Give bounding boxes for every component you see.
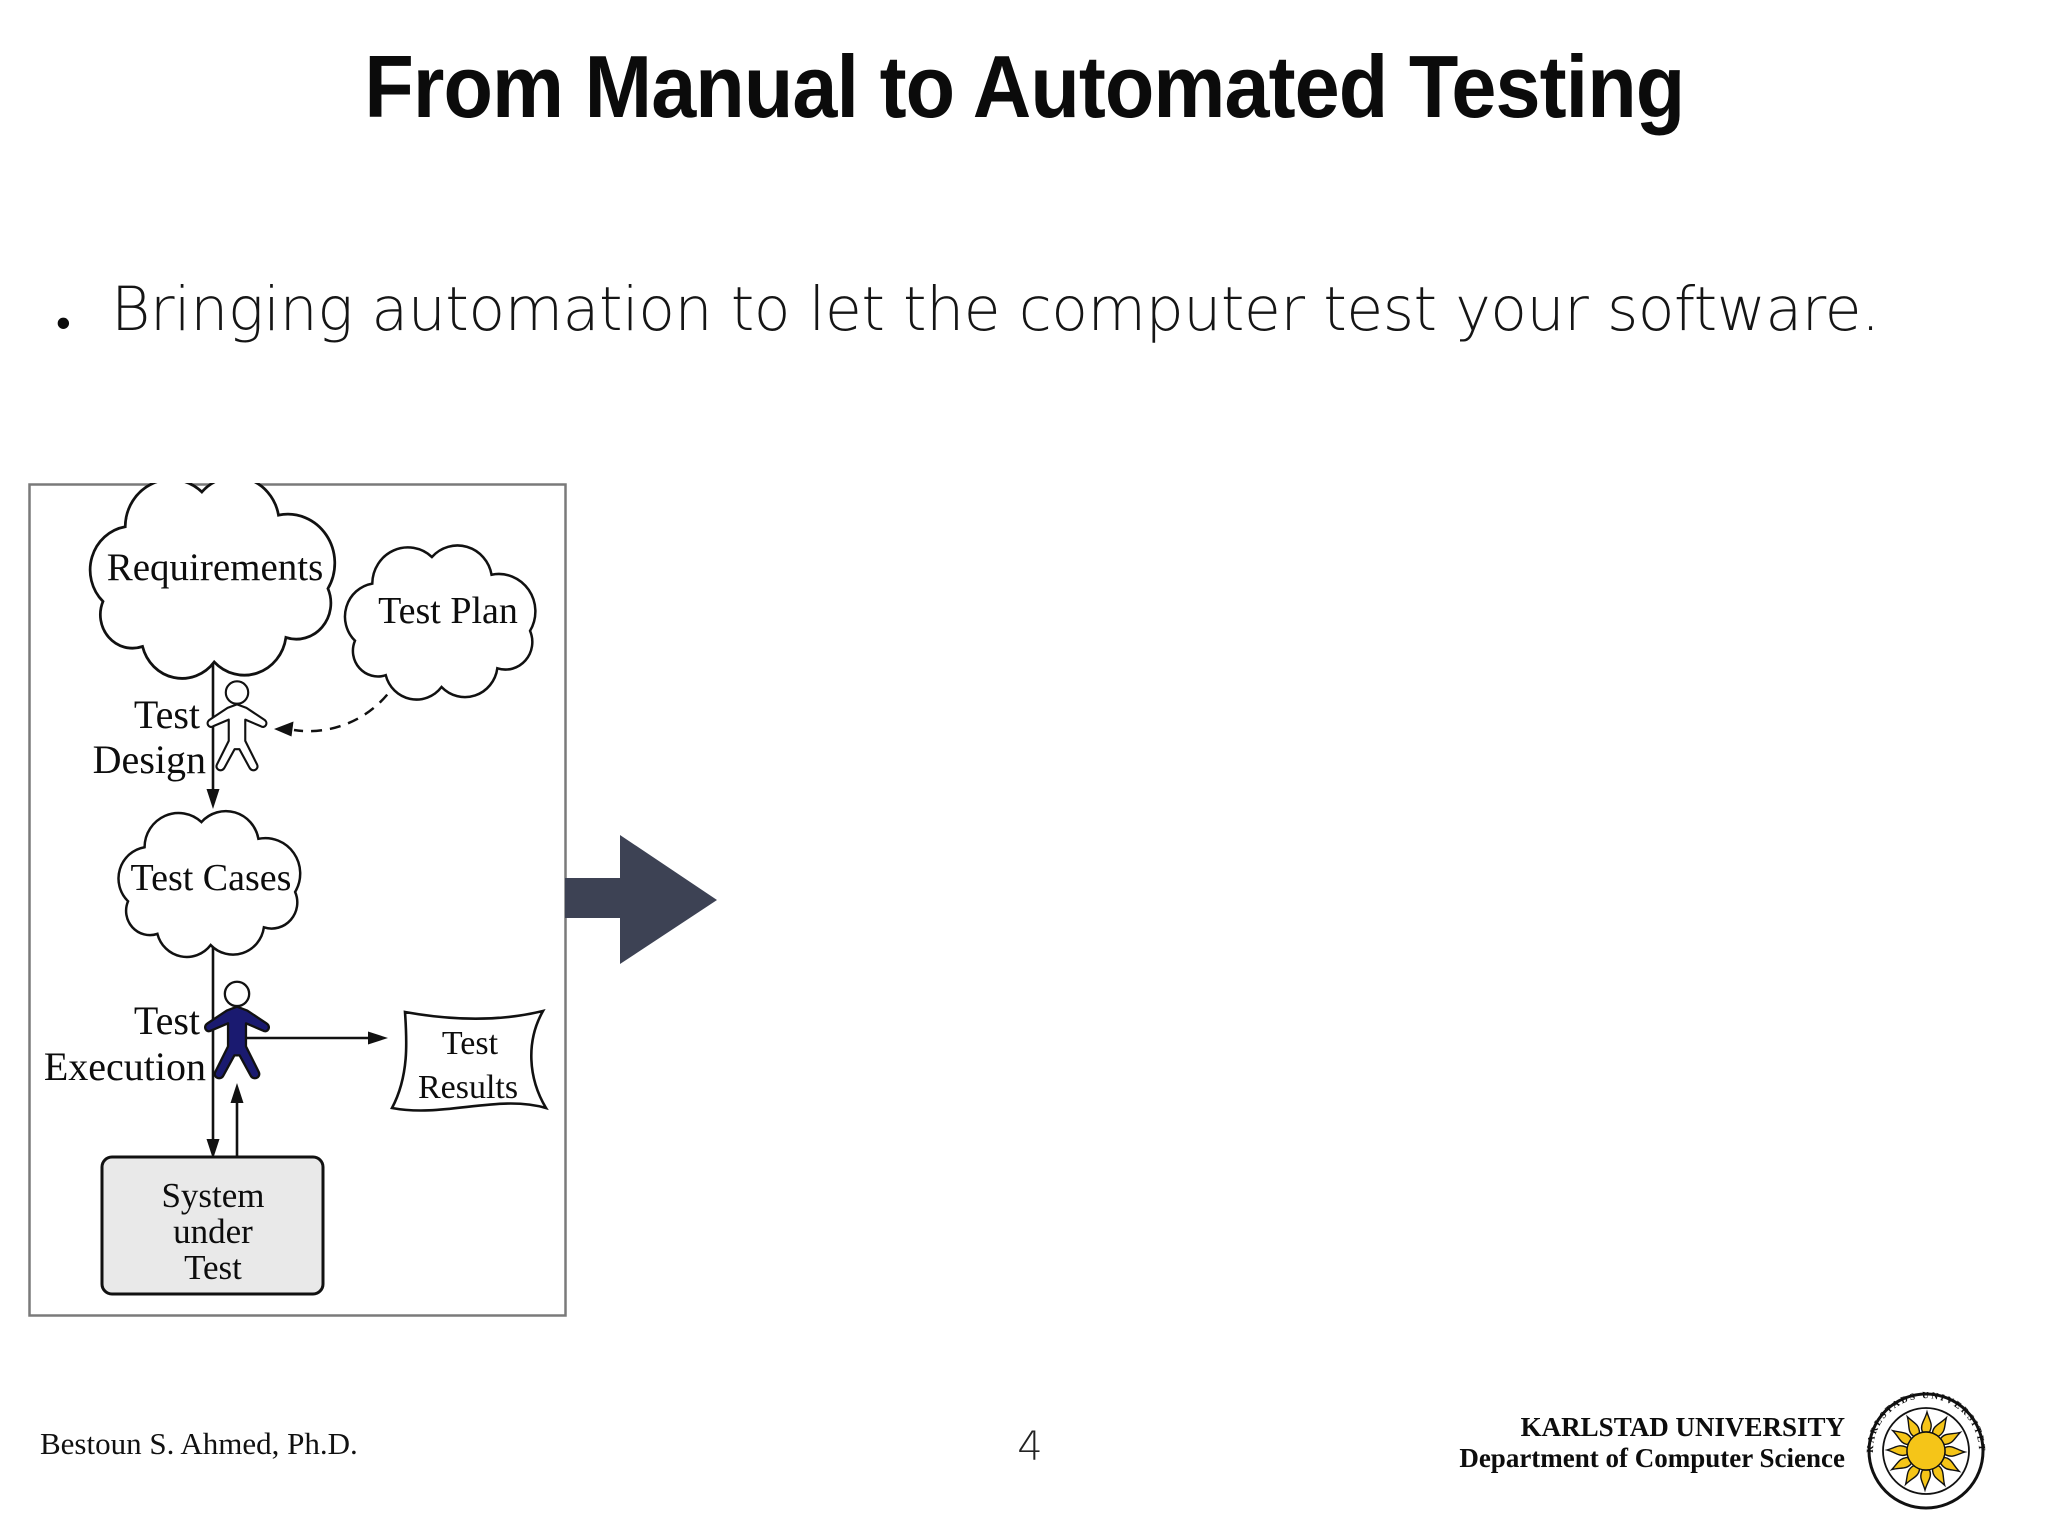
test-execution-label-line1: Test (134, 998, 200, 1043)
page-title-text: From Manual to Automated Testing (364, 37, 1685, 136)
system-label-line3: Test (184, 1248, 242, 1287)
karlstad-university-logo: KARLSTADS UNIVERSITET (1866, 1391, 1986, 1511)
department-name: Department of Computer Science (1459, 1443, 1845, 1473)
system-label-line2: under (173, 1212, 253, 1251)
page-title: From Manual to Automated Testing (0, 36, 2048, 138)
test-cases-label: Test Cases (131, 857, 292, 899)
page-number: 4 (1017, 1424, 1043, 1470)
arrowhead-right-icon (368, 1031, 388, 1045)
test-design-label-line2: Design (93, 737, 206, 782)
bullet-text: Bringing automation to let the computer … (110, 274, 1880, 345)
test-execution-label-line2: Execution (44, 1044, 206, 1089)
test-design-label-line1: Test (134, 692, 200, 737)
arrowhead-down-icon (206, 1139, 220, 1159)
test-plan-label: Test Plan (378, 590, 518, 632)
requirements-label: Requirements (107, 546, 324, 589)
sun-icon (1886, 1411, 1966, 1491)
arrowhead-left-icon (274, 721, 294, 737)
university-sun-logo-icon: KARLSTADS UNIVERSITET (1866, 1391, 1985, 1510)
test-results-label-line1: Test (442, 1025, 499, 1062)
system-box-shape (100, 1155, 325, 1296)
footer-author: Bestoun S. Ahmed, Ph.D. (40, 1426, 358, 1461)
arrowhead-up-icon (230, 1083, 244, 1103)
dashed-line-testplan-to-tester (293, 678, 400, 733)
system-under-test-box: System under Test (100, 1155, 325, 1296)
manual-testing-diagram: Requirements Test Plan Test Cases Test D… (28, 475, 730, 1320)
system-label-line1: System (161, 1176, 264, 1215)
arrowhead-down-icon (206, 789, 220, 809)
right-arrow-icon (565, 835, 717, 964)
bullet-item: • Bringing automation to let the compute… (56, 272, 2031, 348)
test-results-document: Test Results (390, 1009, 549, 1112)
document-shape (390, 1009, 549, 1112)
sun-core (1906, 1431, 1946, 1471)
bullet-marker: • (56, 299, 71, 346)
footer-university-block: KARLSTAD UNIVERSITY Department of Comput… (1459, 1412, 1845, 1474)
university-name: KARLSTAD UNIVERSITY (1520, 1412, 1845, 1442)
test-results-label-line2: Results (418, 1069, 518, 1106)
diagram-canvas: Requirements Test Plan Test Cases Test D… (28, 475, 717, 1317)
